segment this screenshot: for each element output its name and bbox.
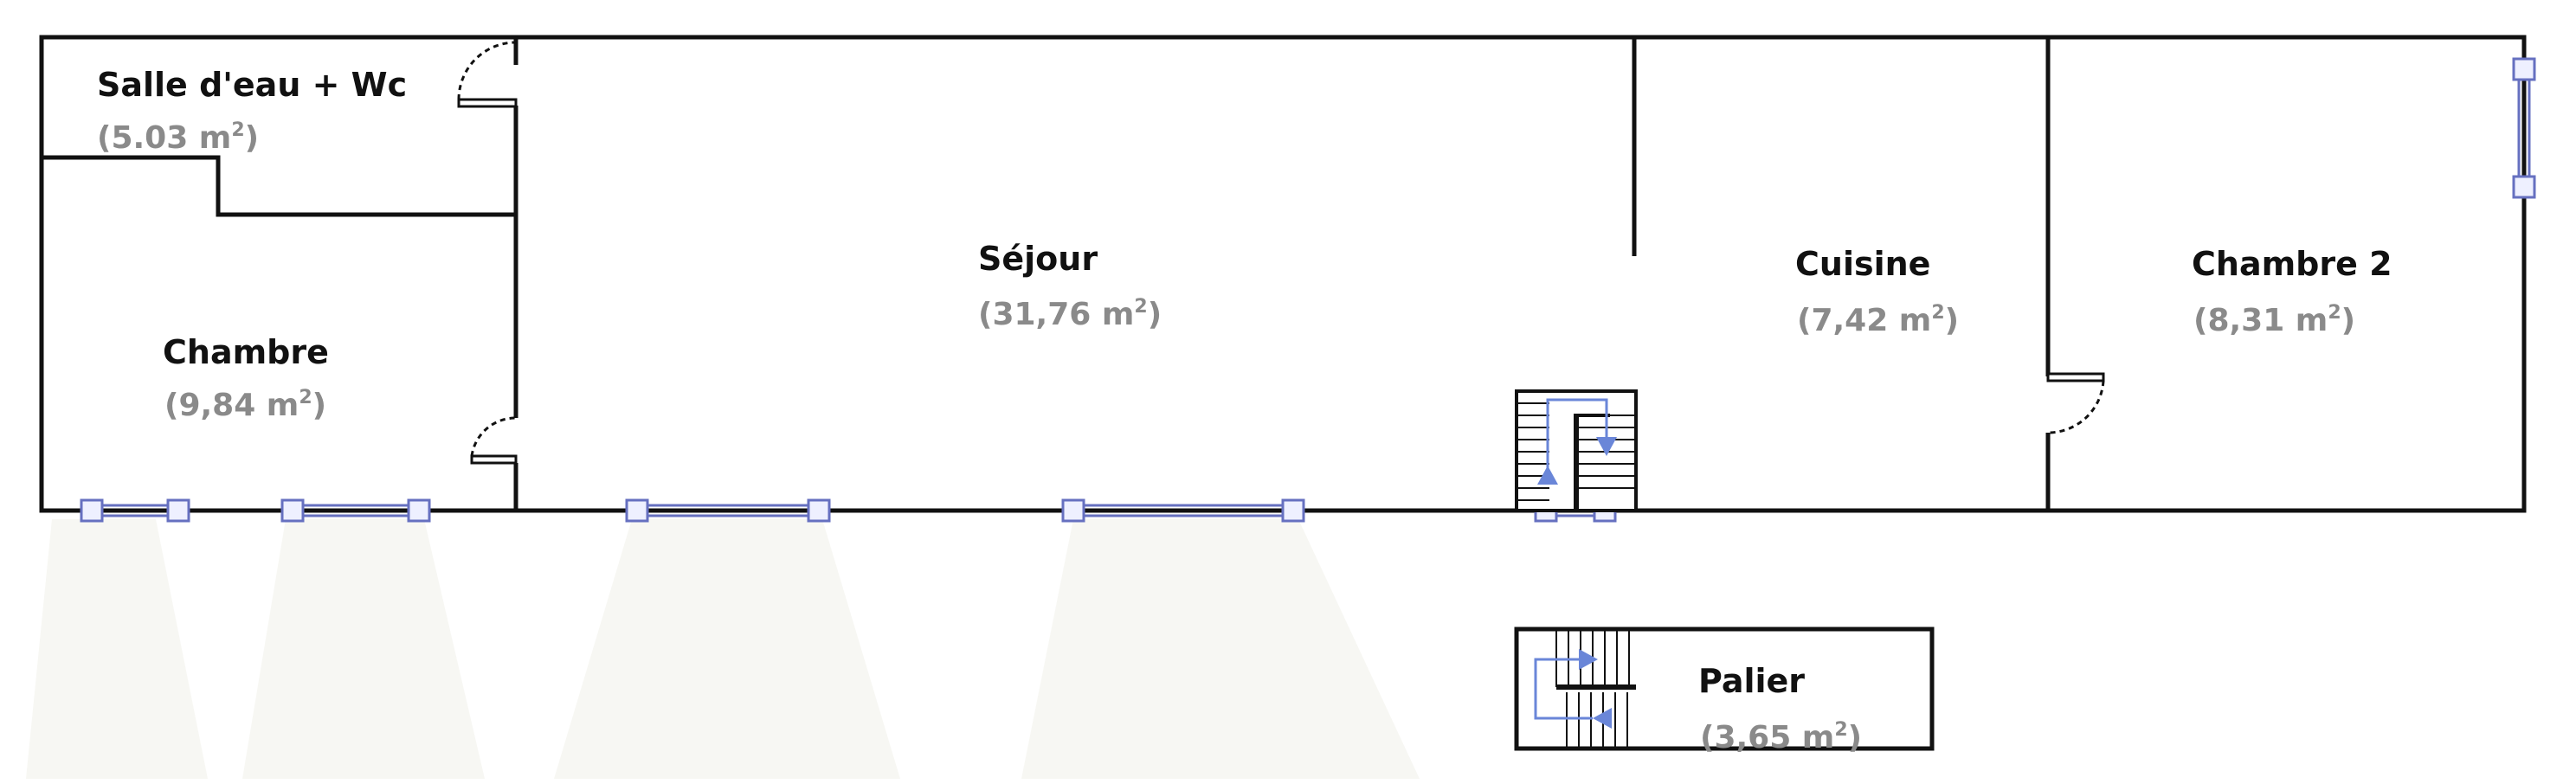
door-leaf-chambre-2 — [2046, 372, 2105, 382]
window-chambre-2-side — [2512, 57, 2536, 199]
door-swing-chambre-2 — [2047, 380, 2105, 434]
room-area-chambre: (9,84 m2) — [164, 387, 326, 423]
staircase-main — [1515, 389, 1638, 512]
room-labels: Salle d'eau + Wc (5.03 m2) Chambre (9,84… — [97, 66, 2392, 755]
room-name-sejour: Séjour — [978, 240, 1098, 278]
door-leaf-chambre — [470, 454, 518, 465]
palier-arrow-left — [1593, 708, 1612, 729]
room-name-chambre: Chambre — [163, 333, 329, 371]
window-chambre-1 — [80, 498, 190, 523]
room-area-sejour: (31,76 m2) — [978, 296, 1162, 332]
room-area-cuisine: (7,42 m2) — [1797, 302, 1959, 338]
door-leaf-salle-eau — [457, 98, 518, 108]
stair-arrow-down — [1596, 437, 1617, 456]
door-swing-salle-eau — [457, 41, 517, 100]
windows — [80, 57, 2536, 523]
light-shading — [26, 519, 1420, 779]
room-name-salle-eau: Salle d'eau + Wc — [97, 66, 407, 104]
window-sejour-1 — [625, 498, 831, 523]
stair-arrow-up — [1537, 466, 1558, 485]
palier-arrow-right — [1579, 649, 1598, 670]
room-area-chambre-2: (8,31 m2) — [2193, 302, 2355, 338]
exterior-walls — [39, 35, 2527, 513]
room-name-cuisine: Cuisine — [1795, 245, 1930, 283]
room-name-chambre-2: Chambre 2 — [2192, 245, 2392, 283]
window-sejour-2 — [1061, 498, 1305, 523]
door-swing-chambre — [470, 416, 517, 457]
room-name-palier: Palier — [1698, 662, 1805, 700]
room-area-palier: (3,65 m2) — [1700, 719, 1862, 755]
window-chambre-2 — [280, 498, 431, 523]
doors — [457, 41, 2105, 690]
room-area-salle-eau: (5.03 m2) — [97, 119, 259, 156]
palier-block — [1514, 627, 1935, 751]
